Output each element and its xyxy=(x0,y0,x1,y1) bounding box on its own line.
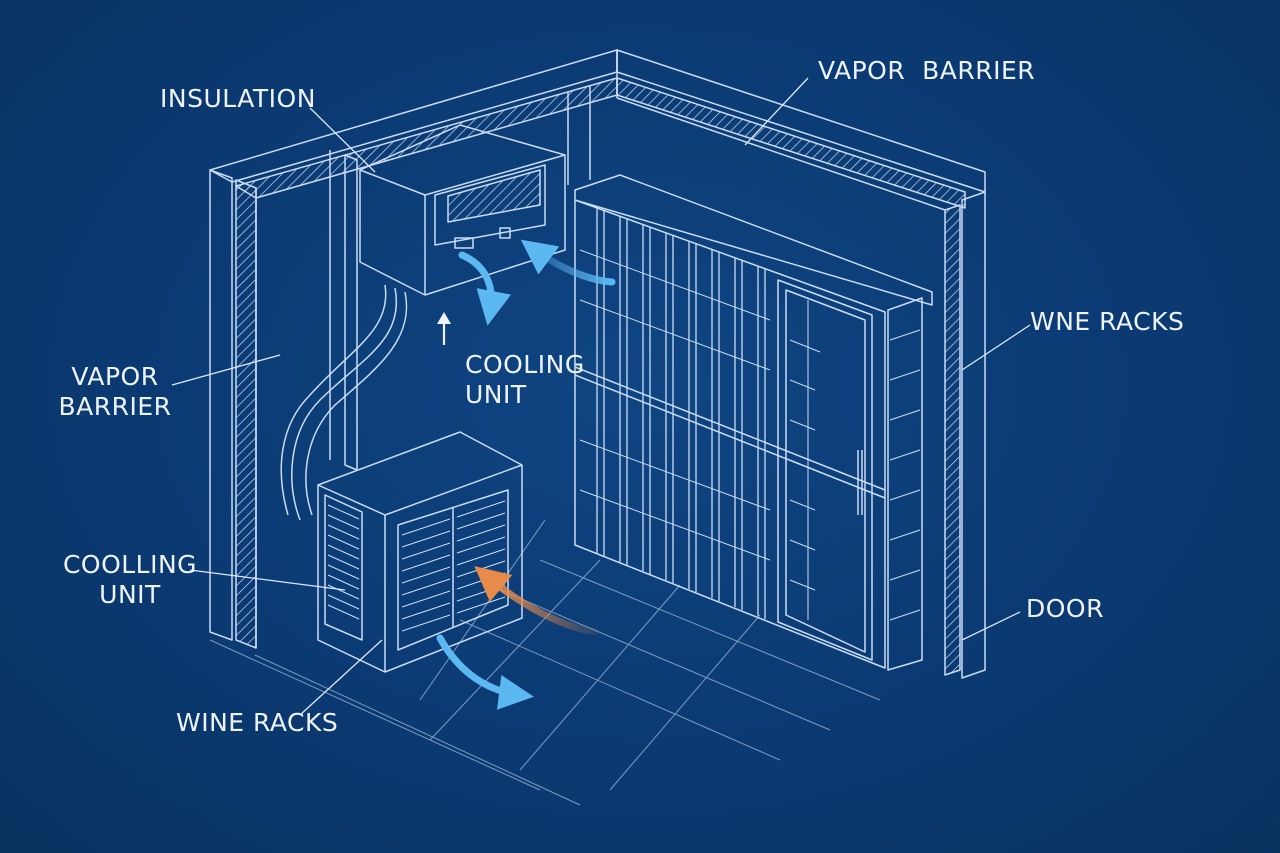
label-door: DOOR xyxy=(1026,594,1104,623)
rack-crossbars xyxy=(579,249,771,561)
label-wine-racks-right: WNE RACKS xyxy=(1030,307,1185,336)
label-cooling-unit-center: COOLING UNIT xyxy=(465,350,585,409)
door-rack-shelves xyxy=(789,300,821,620)
cool-air-return-arrow xyxy=(520,239,616,286)
top-wall xyxy=(209,49,618,199)
label-cooling-unit-left: COOLLING UNIT xyxy=(62,550,198,609)
label-wine-racks-bottom: WINE RACKS xyxy=(176,708,339,737)
cool-air-supply-arrow xyxy=(458,251,512,326)
glass-door xyxy=(777,279,873,661)
leader-lines xyxy=(171,77,1031,716)
label-vapor-barrier-top: VAPOR BARRIER xyxy=(818,56,1036,85)
cool-air-exhaust-arrow xyxy=(436,634,534,710)
side-vents xyxy=(327,504,360,620)
rack-slats xyxy=(596,208,766,619)
label-insulation: INSULATION xyxy=(160,84,316,113)
label-vapor-barrier-left: VAPOR BARRIER xyxy=(58,362,172,421)
floor-cooling-unit xyxy=(317,431,523,673)
warm-air-intake-arrow xyxy=(474,566,599,636)
up-arrow-icon xyxy=(437,312,451,345)
floor-grid xyxy=(209,519,881,806)
left-wall xyxy=(209,150,358,649)
wine-rack xyxy=(574,174,933,671)
right-wall xyxy=(616,49,986,679)
ceiling-cooling-unit xyxy=(280,124,566,521)
